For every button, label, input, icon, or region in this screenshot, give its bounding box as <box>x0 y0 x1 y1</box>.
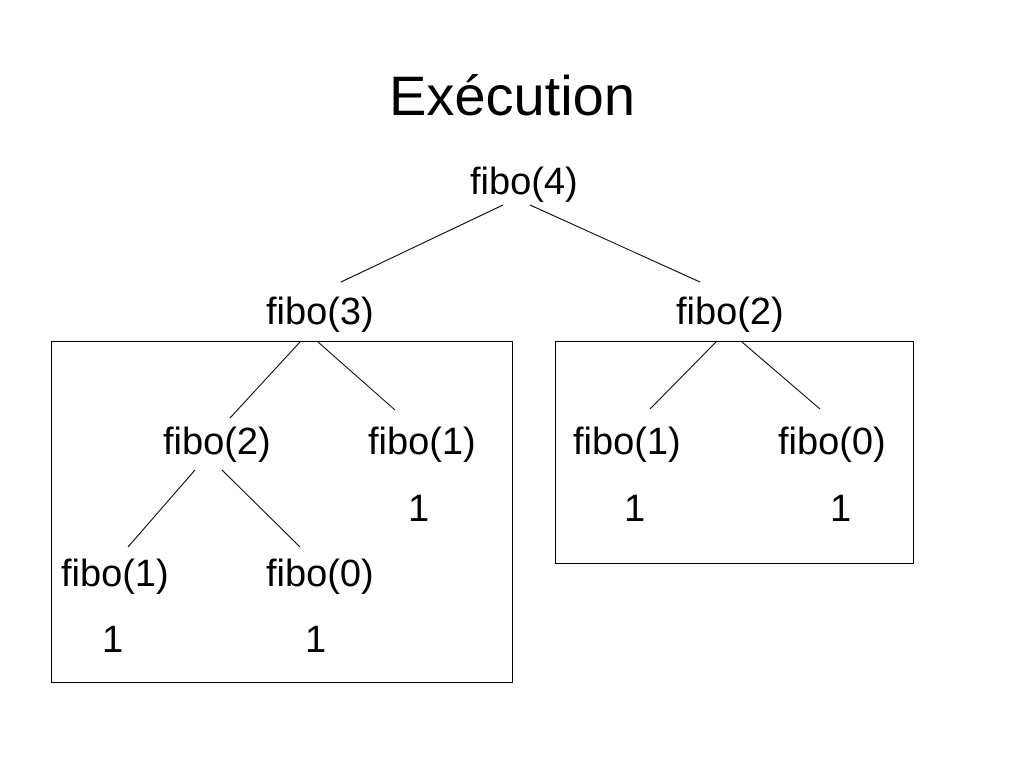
node-fibo1-bottom: fibo(1) <box>61 553 169 595</box>
node-fibo3: fibo(3) <box>266 291 374 333</box>
edge-fibo3-fibo1 <box>317 341 396 411</box>
value-fibo0-bottom: 1 <box>305 619 327 661</box>
value-fibo0-right: 1 <box>830 488 852 530</box>
edge-fibo3-fibo2 <box>229 341 301 419</box>
edge-fibo2-fibo1 <box>127 469 196 548</box>
value-fibo1-bottom: 1 <box>102 619 124 661</box>
page-title: Exécution <box>389 64 635 127</box>
value-fibo1-left: 1 <box>408 488 430 530</box>
node-fibo1-left: fibo(1) <box>368 421 476 463</box>
left-subtree-box <box>51 341 513 683</box>
edge-fibo4-fibo2 <box>529 204 701 283</box>
node-fibo2-left: fibo(2) <box>163 421 271 463</box>
right-subtree-box <box>555 341 914 564</box>
edge-fibo4-fibo3 <box>340 204 504 283</box>
node-fibo0-right: fibo(0) <box>778 421 886 463</box>
edge-right-fibo2-fibo0 <box>741 341 821 410</box>
edge-fibo2-fibo0 <box>221 469 301 548</box>
node-fibo4: fibo(4) <box>470 161 578 203</box>
value-fibo1-right: 1 <box>624 488 646 530</box>
node-fibo1-right: fibo(1) <box>573 421 681 463</box>
edge-right-fibo2-fibo1 <box>649 341 717 410</box>
node-fibo0-bottom: fibo(0) <box>266 553 374 595</box>
node-fibo2-right: fibo(2) <box>676 291 784 333</box>
